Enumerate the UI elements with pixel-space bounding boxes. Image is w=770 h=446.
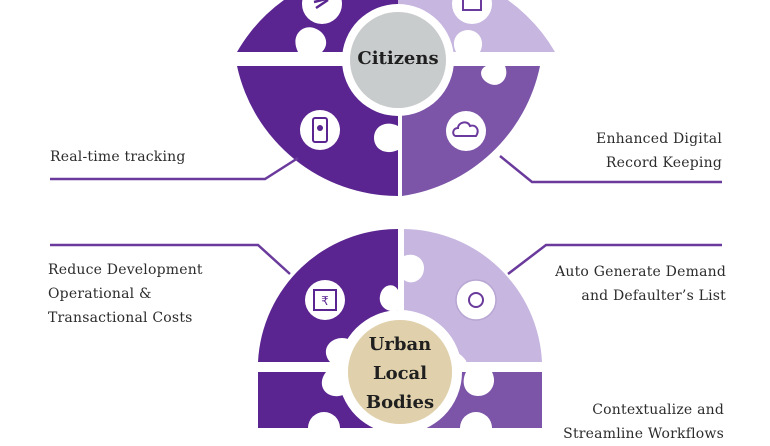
citizens-center-label: Citizens (357, 48, 439, 69)
enhanced-digital-record-label: Enhanced Digital Record Keeping (596, 131, 722, 171)
svg-text:₹: ₹ (321, 294, 329, 308)
citizens-photo-tint (350, 12, 446, 108)
auto-generate-connector (507, 243, 722, 275)
document-icon (452, 0, 492, 24)
diagram-canvas: ₹ (50, 0, 722, 428)
urban-local-bodies-hub: ₹ (258, 228, 542, 428)
gear-automation-icon (455, 279, 497, 321)
contextualize-workflows-label: Contextualize and Streamline Workflows (563, 402, 724, 442)
mobile-tracking-icon (300, 110, 340, 150)
real-time-tracking-label: Real-time tracking (50, 149, 186, 165)
bottom-right-lower-icon-circle (460, 412, 492, 428)
bottom-left-lower-icon-circle (308, 412, 340, 428)
urban-local-bodies-center-label: Urban Local Bodies (365, 334, 435, 413)
digital-record-connector (499, 155, 722, 184)
cost-reduction-connector (50, 243, 291, 275)
rupee-savings-icon: ₹ (305, 280, 345, 320)
cloud-record-icon (446, 111, 486, 151)
reduce-costs-label: Reduce Development Operational & Transac… (48, 262, 203, 326)
citizens-hub (237, 0, 555, 196)
urban-photo-tint (348, 320, 452, 424)
real-time-tracking-connector (50, 156, 299, 181)
tools-icon (302, 0, 342, 24)
auto-generate-demand-label: Auto Generate Demand and Defaulter’s Lis… (555, 264, 726, 304)
